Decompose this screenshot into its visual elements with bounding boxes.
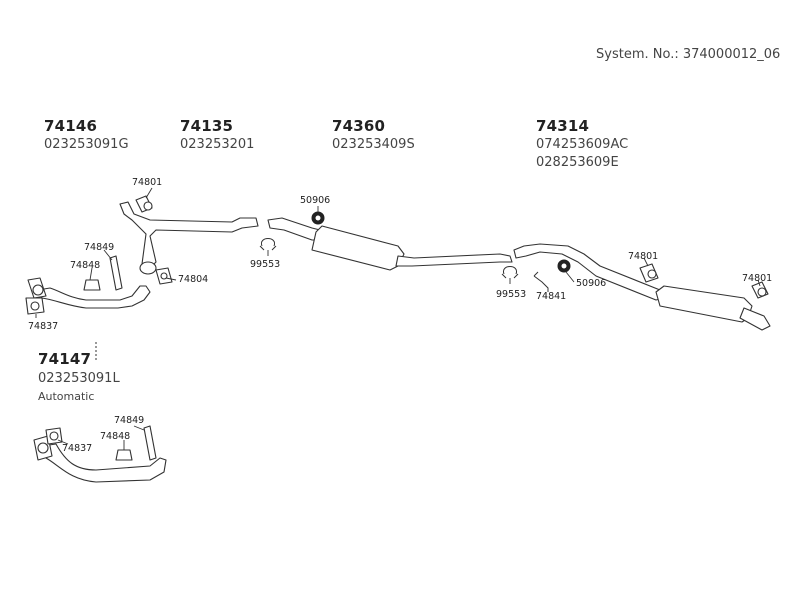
oem-number: 023253409S [332,137,415,152]
accessory-label-50906: 50906 [300,195,331,206]
part-number-74146: 74146 [44,117,98,135]
accessory-label-74837: 74837 [28,321,59,332]
mount-74848 [83,279,101,291]
clamp-50906-b [557,259,571,273]
gasket-74804 [155,267,173,285]
clamp-99553-a [259,238,277,251]
gasket-74837-b [45,427,63,445]
accessory-label-74849: 74849 [114,415,145,426]
leader-lines [35,187,761,450]
accessory-label-74801: 74801 [628,251,659,262]
variant-note: Automatic [38,390,95,403]
oem-number: 023253201 [180,137,255,152]
part-number-74360: 74360 [332,117,386,135]
accessory-label-74801: 74801 [742,273,773,284]
accessory-label-74801: 74801 [132,177,163,188]
accessory-label-74849: 74849 [84,242,115,253]
rubber-mount-74801-a [135,195,153,213]
accessory-label-74841: 74841 [536,291,567,302]
oem-number: 023253091L [38,371,120,386]
mount-74848-b [115,449,133,461]
oem-number: 074253609AC [536,137,629,152]
accessory-label-74848: 74848 [70,260,101,271]
intermediate-pipe-74135 [119,201,259,275]
accessory-label-74848: 74848 [100,431,131,442]
rubber-mount-74801-c [751,281,769,299]
rear-silencer-74314 [513,243,771,331]
accessory-label-74804: 74804 [178,274,209,285]
gasket-74837 [25,297,45,315]
clamp-50906-a [311,211,325,225]
accessory-label-74837: 74837 [62,443,93,454]
oem-number: 023253091G [44,137,129,152]
accessory-label-99553: 99553 [496,289,527,300]
oem-number: 028253609E [536,155,619,170]
rubber-mount-74801-b [639,263,659,283]
part-number-74314: 74314 [536,117,590,135]
bracket-74841 [533,271,549,292]
system-number: System. No.: 374000012_06 [596,47,781,62]
part-number-74135: 74135 [180,117,234,135]
accessory-label-50906: 50906 [576,278,607,289]
clamp-99553-b [501,266,519,279]
accessory-label-99553: 99553 [250,259,281,270]
hanger-74849 [109,255,123,291]
part-number-74147: 74147 [38,350,92,368]
hanger-74849-b [143,425,157,461]
front-pipe-74146 [27,277,151,309]
middle-silencer-74360 [267,217,513,271]
